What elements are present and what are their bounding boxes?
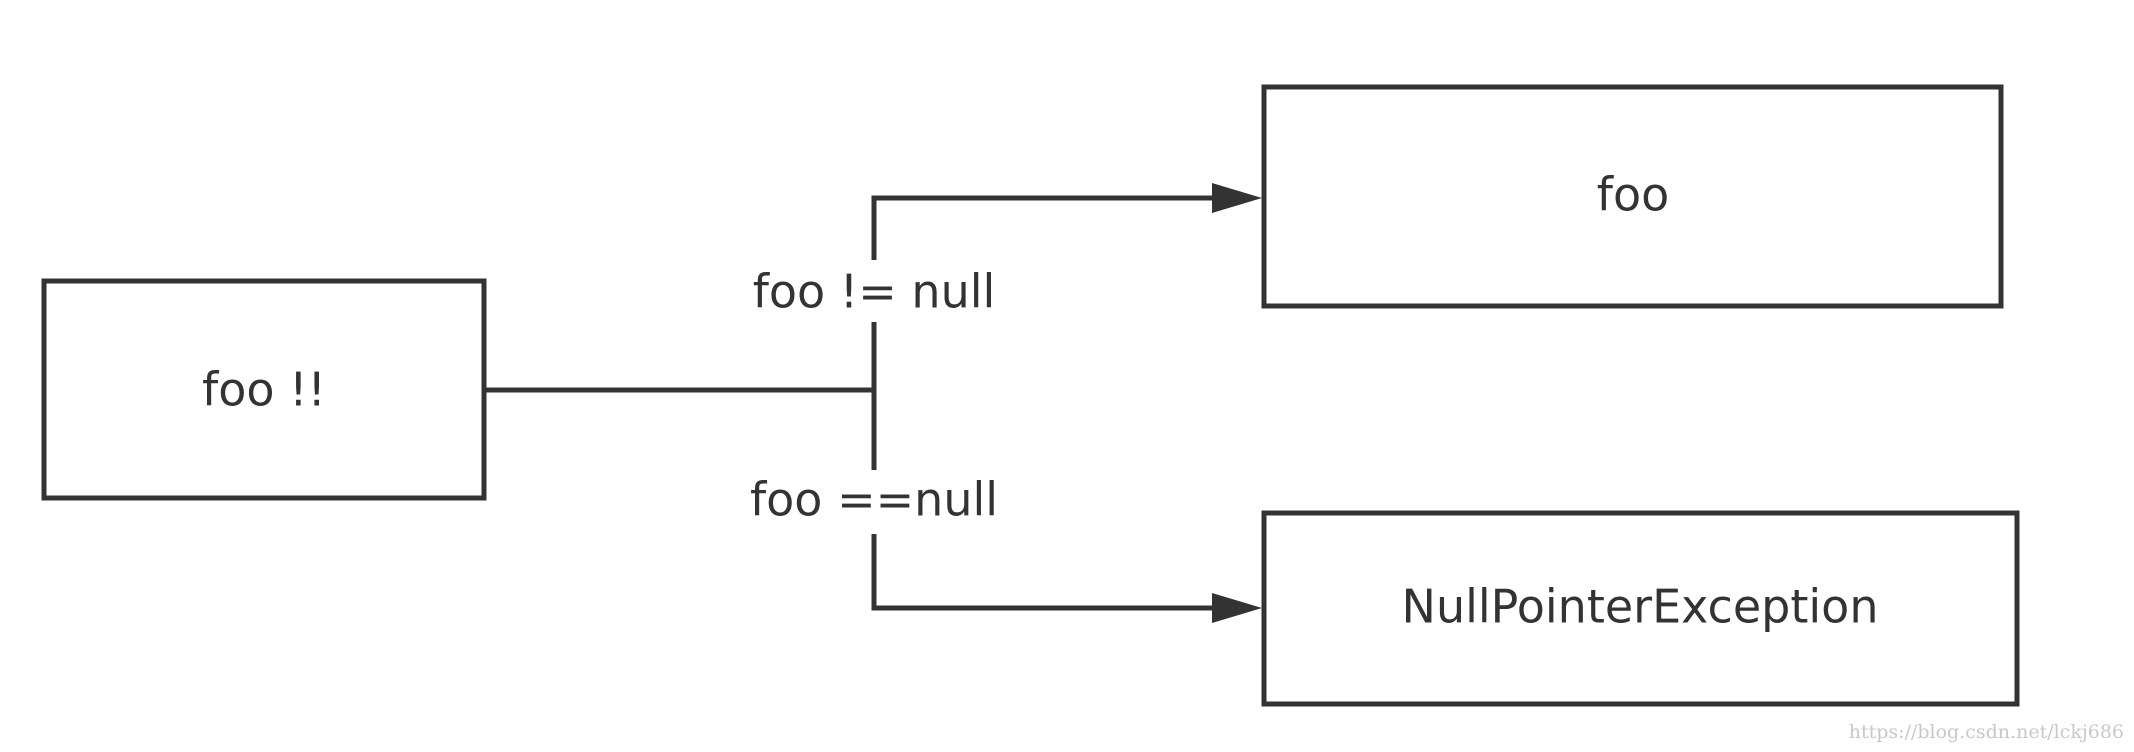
edge-is-null-label: foo ==null — [750, 473, 998, 527]
edge-is-null-label-bg — [752, 470, 996, 534]
edge-is-null-line — [871, 390, 1212, 611]
edge-is-null-arrowhead — [1212, 593, 1262, 623]
edge-not-null-label-bg — [748, 260, 1000, 322]
edge-not-null-label: foo != null — [753, 265, 996, 319]
npe-result-node-label: NullPointerException — [1402, 580, 1879, 634]
watermark-text: https://blog.csdn.net/lckj686 — [1849, 721, 2124, 743]
edge-not-null-arrowhead — [1212, 183, 1262, 213]
foo-result-node: foo — [1261, 84, 2004, 309]
source-node-box — [41, 278, 487, 501]
npe-result-node: NullPointerException — [1261, 510, 2020, 707]
source-node-label: foo !! — [202, 363, 326, 417]
foo-result-node-label: foo — [1597, 168, 1669, 222]
foo-result-node-box — [1261, 84, 2004, 309]
source-node: foo !! — [41, 278, 487, 501]
edge-not-null: foo != null — [748, 183, 1262, 390]
edge-is-null: foo ==null — [750, 390, 1262, 623]
edge-not-null-line — [871, 195, 1212, 390]
npe-result-node-box — [1261, 510, 2020, 707]
